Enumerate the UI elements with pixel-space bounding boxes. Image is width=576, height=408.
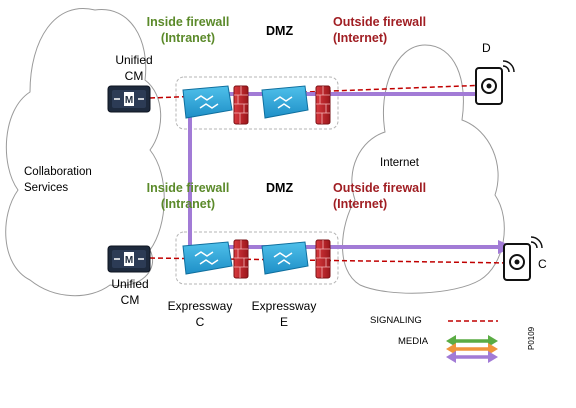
top-dmz-label: DMZ xyxy=(266,24,294,38)
internet-label: Internet xyxy=(380,157,419,169)
bottom-inside-zone-label: Inside firewall (Intranet) xyxy=(146,181,230,211)
svg-text:M: M xyxy=(125,255,133,266)
firewall-outer-bottom-icon xyxy=(315,239,331,279)
internet-cloud xyxy=(342,44,505,294)
top-inside-zone-label: Inside firewall (Intranet) xyxy=(146,15,230,45)
endpoint-d-label: D xyxy=(482,41,491,55)
top-outside-zone-label: Outside firewall (Internet) xyxy=(333,15,427,45)
endpoint-d-tablet-icon xyxy=(475,60,515,105)
firewall-inner-top-icon xyxy=(233,85,249,125)
firewall-outer-top-icon xyxy=(315,85,331,125)
bottom-dmz-label: DMZ xyxy=(266,181,294,195)
expressway-c-bottom-icon xyxy=(182,241,233,275)
bottom-expressway-group xyxy=(175,231,339,285)
unified-cm-top-label: Unified CM xyxy=(115,53,153,83)
expressway-c-top-icon xyxy=(182,85,233,119)
expressway-e-bottom-icon xyxy=(261,241,309,275)
expressway-c-label: Expressway C xyxy=(167,299,233,329)
svg-text:M: M xyxy=(125,95,133,106)
firewall-inner-bottom-icon xyxy=(233,239,249,279)
collaboration-services-label: Collaboration Services xyxy=(24,166,92,194)
endpoint-c-label: C xyxy=(538,257,547,271)
legend-signaling-label: SIGNALING xyxy=(370,315,422,326)
endpoint-c-tablet-icon xyxy=(503,236,543,281)
expressway-e-top-icon xyxy=(261,85,309,119)
bottom-outside-zone-label: Outside firewall (Internet) xyxy=(333,181,427,211)
legend-media-label: MEDIA xyxy=(398,336,429,347)
top-expressway-group xyxy=(175,76,339,130)
legend-media-arrows xyxy=(446,335,498,363)
collaboration-cloud xyxy=(5,8,165,297)
unified-cm-top-icon: M xyxy=(107,85,151,113)
unified-cm-bottom-label: Unified CM xyxy=(111,277,149,307)
expressway-e-label: Expressway E xyxy=(251,299,317,329)
unified-cm-bottom-icon: M xyxy=(107,245,151,273)
figure-id-label: P0109 xyxy=(527,326,536,350)
